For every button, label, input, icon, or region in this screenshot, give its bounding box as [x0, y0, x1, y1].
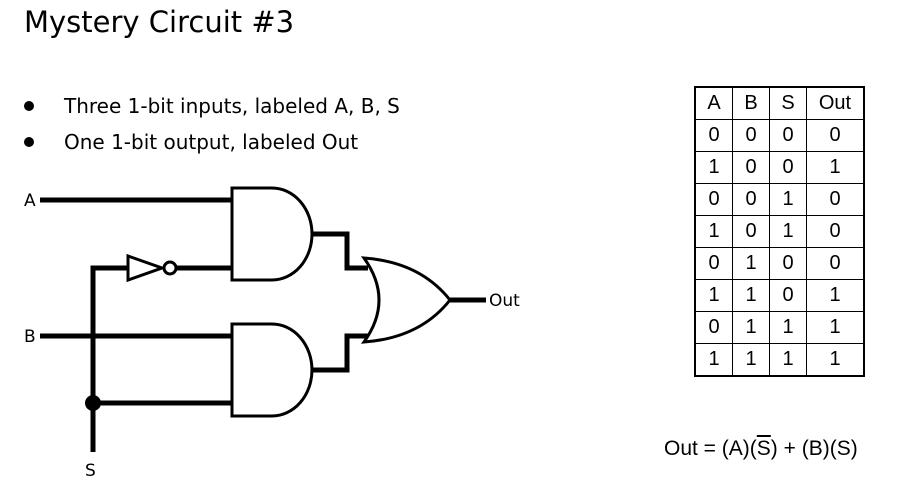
bullet-list: Three 1-bit inputs, labeled A, B, S One …: [24, 88, 400, 160]
not-gate: [126, 253, 167, 283]
label-b: B: [24, 327, 36, 347]
header-out: Out: [806, 86, 865, 120]
cell: 0: [732, 151, 770, 184]
cell: 0: [806, 215, 865, 248]
cell: 0: [732, 215, 770, 248]
bullet-text: One 1-bit output, labeled Out: [64, 130, 359, 154]
cell: 0: [694, 119, 733, 152]
bullet-text: Three 1-bit inputs, labeled A, B, S: [64, 94, 400, 118]
cell: 1: [806, 279, 865, 312]
header-b: B: [732, 86, 770, 120]
circuit-diagram: A B S Out: [24, 186, 520, 481]
junction-dot: [85, 395, 101, 411]
formula-suffix: ) + (B)(S): [770, 437, 858, 460]
bullet-item: Three 1-bit inputs, labeled A, B, S: [24, 88, 400, 124]
not-bubble: [162, 260, 178, 276]
cell: 1: [769, 183, 807, 216]
cell: 0: [732, 183, 770, 216]
cell: 0: [769, 151, 807, 184]
cell: 0: [806, 119, 865, 152]
cell: 1: [732, 279, 770, 312]
cell: 1: [769, 215, 807, 248]
label-out: Out: [489, 291, 520, 311]
cell: 0: [769, 279, 807, 312]
bullet-dot-icon: [24, 137, 34, 147]
cell: 0: [769, 119, 807, 152]
wire-and2-to-or: [313, 333, 368, 373]
cell: 1: [732, 247, 770, 280]
bullet-dot-icon: [24, 101, 34, 111]
wire-s: [90, 265, 128, 452]
or-gate: [360, 256, 452, 344]
page-title: Mystery Circuit #3: [24, 5, 295, 39]
cell: 1: [769, 343, 807, 377]
and-gate-top: [230, 186, 314, 282]
header-a: A: [694, 86, 733, 120]
cell: 0: [732, 119, 770, 152]
bullet-item: One 1-bit output, labeled Out: [24, 124, 400, 160]
cell: 1: [694, 343, 733, 377]
cell: 1: [769, 311, 807, 344]
cell: 0: [694, 311, 733, 344]
cell: 0: [694, 247, 733, 280]
cell: 0: [694, 183, 733, 216]
cell: 1: [694, 279, 733, 312]
cell: 1: [806, 151, 865, 184]
cell: 1: [806, 343, 865, 377]
cell: 1: [732, 311, 770, 344]
cell: 1: [694, 151, 733, 184]
and-gate-bottom: [230, 322, 314, 418]
wire-and1-to-or: [313, 231, 368, 271]
cell: 1: [694, 215, 733, 248]
header-s: S: [769, 86, 807, 120]
formula-s-bar: S: [756, 437, 771, 460]
label-s: S: [85, 461, 96, 481]
cell: 0: [806, 183, 865, 216]
cell: 1: [732, 343, 770, 377]
boolean-formula: Out = (A)(S) + (B)(S): [664, 434, 858, 464]
cell: 0: [769, 247, 807, 280]
cell: 0: [806, 247, 865, 280]
truth-table-header: A B S Out: [694, 86, 865, 120]
cell: 1: [806, 311, 865, 344]
label-a: A: [24, 191, 36, 211]
formula-prefix: Out = (A)(: [664, 437, 757, 460]
